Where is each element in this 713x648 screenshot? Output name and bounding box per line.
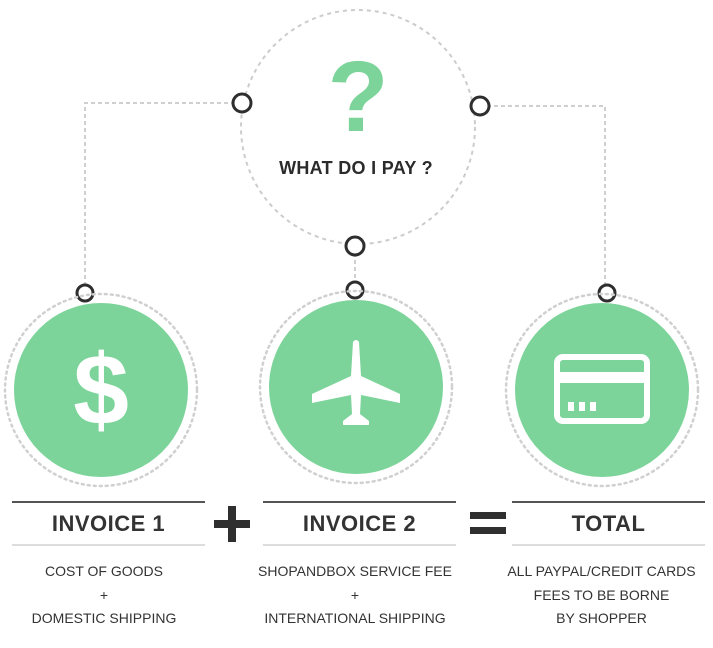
connector-left (84, 102, 242, 290)
icon-rings (3, 289, 700, 488)
invoice1-line-3: DOMESTIC SHIPPING (31, 610, 177, 626)
dollar-icon: $ (73, 334, 129, 446)
node-question-right (469, 95, 491, 117)
invoice1-title: INVOICE 1 (51, 511, 166, 536)
invoice2-ring (258, 289, 454, 485)
total-line-1: ALL PAYPAL/CREDIT CARDS (507, 563, 696, 579)
invoice2-title: INVOICE 2 (302, 511, 417, 536)
question-title: WHAT DO I PAY ? (279, 158, 433, 178)
section-rules (12, 501, 705, 546)
invoice1-description: COST OF GOODS + DOMESTIC SHIPPING (0, 560, 208, 631)
question-mark-icon: ? (327, 41, 388, 153)
invoice2-line-2: + (350, 586, 360, 603)
plus-operator (214, 506, 250, 542)
invoice2-line-3: INTERNATIONAL SHIPPING (264, 610, 446, 626)
credit-card-icon (554, 354, 650, 424)
invoice1-ring (3, 292, 199, 488)
total-description: ALL PAYPAL/CREDIT CARDS FEES TO BE BORNE… (490, 560, 713, 631)
invoice2-description: SHOPANDBOX SERVICE FEE + INTERNATIONAL S… (240, 560, 470, 631)
invoice1-line-1: COST OF GOODS (45, 563, 163, 579)
total-circle (515, 303, 689, 477)
connector-right (480, 105, 606, 290)
node-invoice1 (75, 283, 95, 303)
invoice1-circle (14, 303, 188, 477)
total-line-3: BY SHOPPER (556, 610, 647, 626)
invoice2-line-1: SHOPANDBOX SERVICE FEE (258, 563, 452, 579)
node-question-left (231, 92, 253, 114)
node-question-bottom (344, 235, 366, 257)
invoice1-line-2: + (99, 586, 109, 603)
question-ring (240, 9, 476, 245)
total-ring (504, 292, 700, 488)
equals-operator (470, 512, 506, 534)
airplane-icon (312, 340, 400, 425)
total-line-2: FEES TO BE BORNE (533, 586, 670, 603)
total-title: TOTAL (571, 511, 646, 536)
